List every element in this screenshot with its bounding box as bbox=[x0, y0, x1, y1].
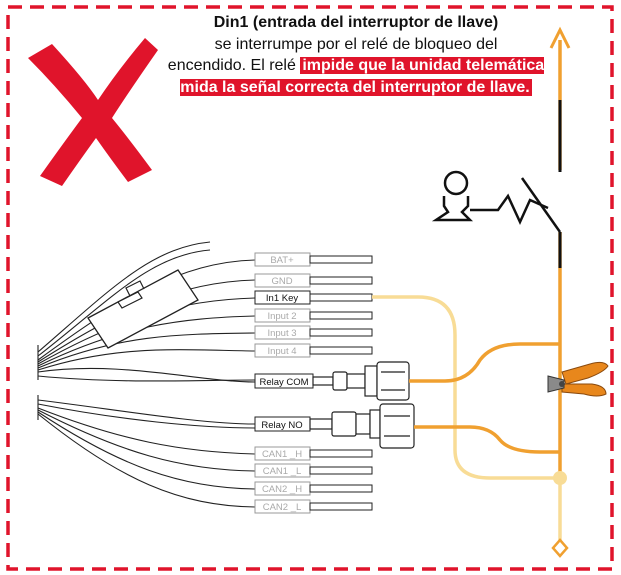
pin-can1-h: CAN1 _H bbox=[254, 446, 373, 461]
pin-label: Relay COM bbox=[259, 377, 308, 388]
pin-input-3: Input 3 bbox=[254, 325, 373, 340]
pin-label: Input 3 bbox=[267, 328, 296, 339]
caption-title: Din1 (entrada del interruptor de llave) bbox=[213, 14, 499, 31]
junction-dot bbox=[553, 471, 567, 485]
pin-label: CAN1 _L bbox=[263, 466, 302, 477]
arrow-up-icon bbox=[549, 26, 571, 49]
pin-bat-plus: BAT+ bbox=[254, 252, 373, 267]
red-x-icon bbox=[28, 38, 158, 186]
pin-label: Input 2 bbox=[267, 311, 296, 322]
pin-gnd: GND bbox=[254, 273, 373, 288]
pin-label: CAN2 _L bbox=[263, 502, 302, 513]
pin-label: Input 4 bbox=[267, 346, 296, 357]
diamond-terminal-icon bbox=[551, 538, 569, 558]
ignition-key-icon bbox=[431, 170, 562, 233]
pin-relay-no: Relay NO bbox=[254, 416, 311, 432]
pin-label: BAT+ bbox=[270, 255, 294, 266]
pin-can1-l: CAN1 _L bbox=[254, 463, 373, 478]
pin-can2-h: CAN2 _H bbox=[254, 481, 373, 496]
pin-input-4: Input 4 bbox=[254, 343, 373, 358]
wire-bundle bbox=[37, 241, 256, 508]
in1-key-wire bbox=[372, 295, 560, 480]
pin-input-2: Input 2 bbox=[254, 308, 373, 323]
relay-no-wire bbox=[414, 425, 560, 454]
pin-label: In1 Key bbox=[266, 293, 298, 304]
pin-label: GND bbox=[271, 276, 292, 287]
fuse-holder bbox=[87, 269, 199, 349]
pin-in1-key: In1 Key bbox=[254, 290, 373, 305]
pin-label: Relay NO bbox=[261, 420, 302, 431]
pin-can2-l: CAN2 _L bbox=[254, 499, 373, 514]
caption-line: encendido. El relé bbox=[167, 57, 296, 74]
caption-text: Din1 (entrada del interruptor de llave) … bbox=[150, 12, 562, 98]
pin-relay-com: Relay COM bbox=[254, 373, 314, 389]
pin-label: CAN1 _H bbox=[262, 449, 302, 460]
relay-com-wire bbox=[409, 342, 560, 383]
wire-cutter-icon bbox=[547, 361, 609, 397]
pin-labels: BAT+ GND In1 Key Input 2 Input 3 bbox=[254, 252, 373, 514]
dashed-border bbox=[6, 5, 614, 571]
caption-line-with-highlight: encendido. El relé impide que la unidad … bbox=[150, 55, 562, 98]
relay-no-connector bbox=[309, 403, 415, 449]
caption-line: se interrumpe por el relé de bloqueo del bbox=[214, 35, 498, 53]
relay-com-connector bbox=[312, 361, 410, 401]
pin-label: CAN2 _H bbox=[262, 484, 302, 495]
